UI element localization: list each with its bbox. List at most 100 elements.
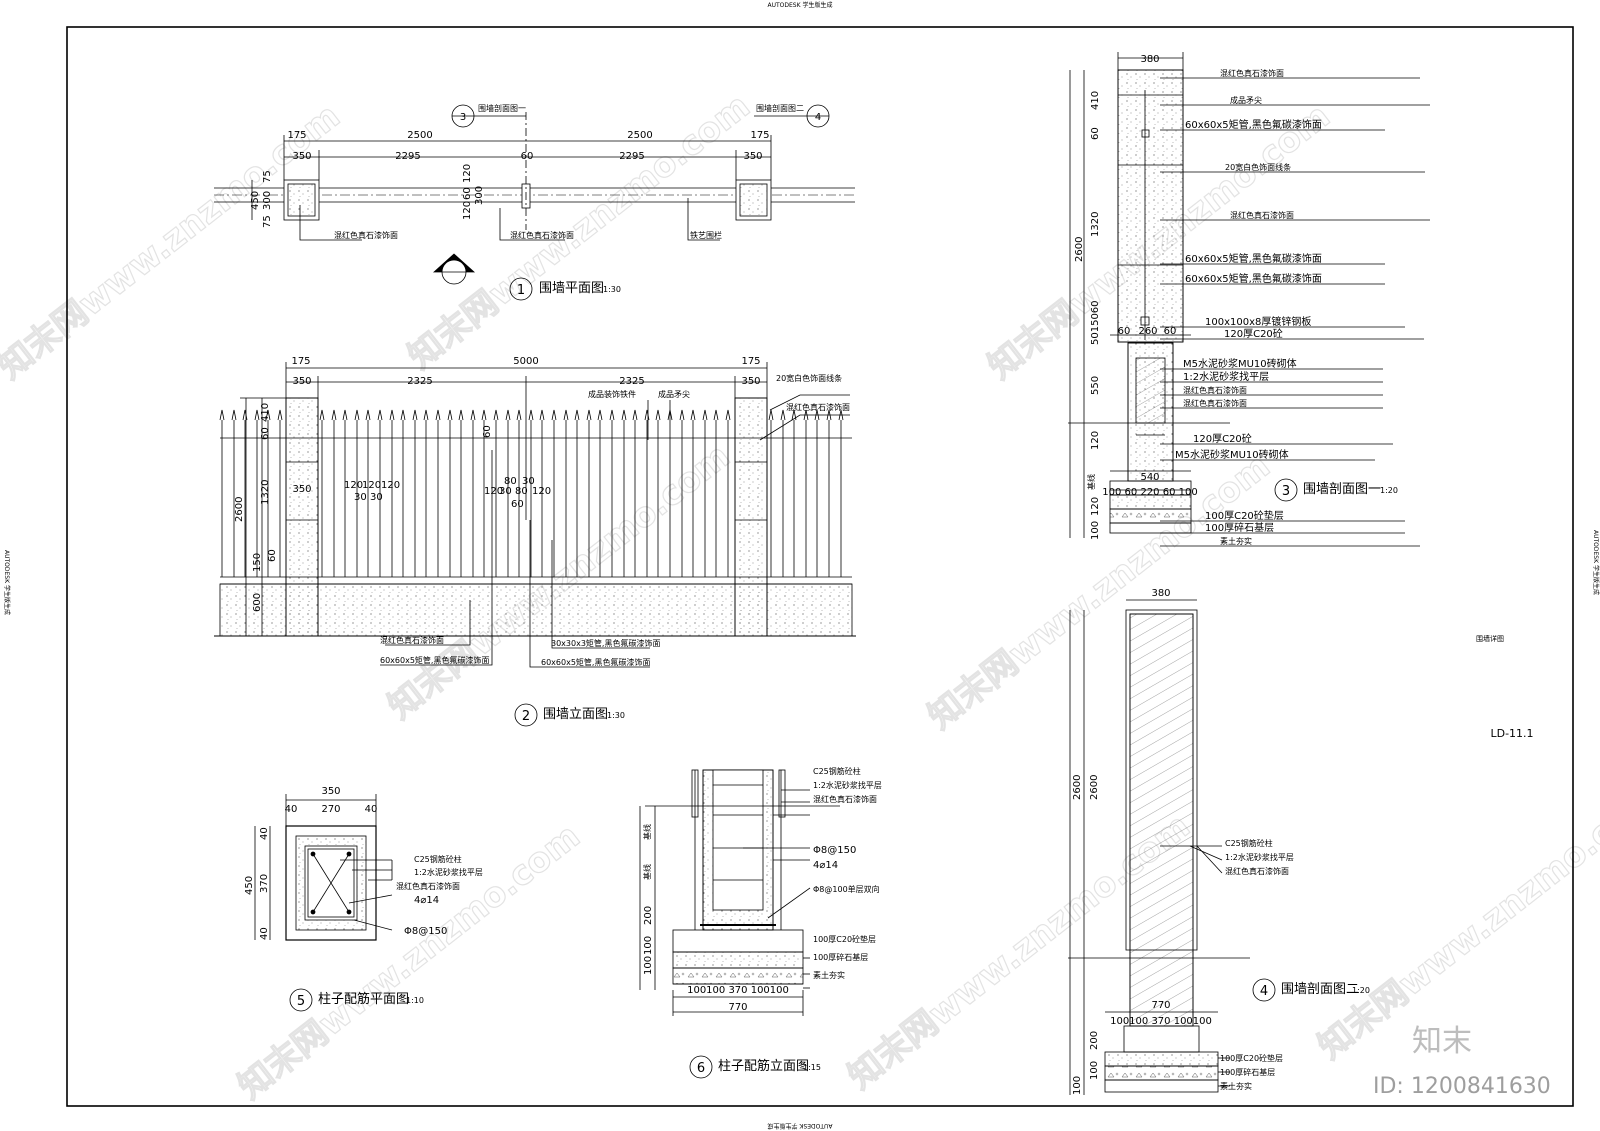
section-1-drawing [1068, 52, 1430, 547]
pier-plan-note: 混红色真石漆饰面 [396, 881, 460, 891]
sec1-note: 混红色真石漆饰面 [1183, 398, 1247, 408]
sec1-note: 成品矛尖 [1230, 95, 1262, 105]
elev-note: 30x30x3矩管,黑色氟碳漆饰面 [551, 638, 660, 648]
dim: 60 [511, 499, 524, 510]
drawing-title: 围墙立面图 [543, 707, 608, 722]
drawing-number: 1 [517, 283, 525, 298]
fence-pickets [219, 409, 844, 577]
elev-note: 混红色真石漆饰面 [786, 402, 850, 412]
dim: 80 [515, 486, 528, 497]
dim: 75 [262, 170, 273, 183]
dim: 100 [1090, 521, 1101, 540]
dim: 100 [1089, 1061, 1100, 1080]
drawing-title: 围墙剖面图二 [1281, 982, 1359, 997]
dim: 370 [259, 874, 270, 893]
picket-spear [780, 409, 786, 421]
picket-spear [597, 409, 603, 421]
picket-spear [400, 409, 406, 421]
callout-label: 围墙剖面图二 [756, 103, 804, 113]
picket-spear [389, 409, 395, 421]
sec1-note: 60x60x5矩管,黑色氟碳漆饰面 [1185, 272, 1322, 285]
picket-spear [231, 409, 237, 421]
wall-elevation-drawing [214, 362, 856, 727]
picket-spear [791, 409, 797, 421]
section-2-drawing [1068, 599, 1276, 1095]
dim: 120 [462, 164, 473, 183]
pier-elev-note: Φ8@100单层双向 [813, 884, 880, 894]
section-2-text: 380 2600 2600 770 100100 370 100100 200 … [1072, 588, 1370, 1095]
dim: 260 [1138, 326, 1157, 337]
dim: 5000 [513, 356, 538, 367]
sec2-note: 1:2水泥砂浆找平层 [1225, 852, 1294, 862]
sec1-note: 100厚C20砼垫层 [1205, 509, 1284, 522]
pier-plan-note: 1:2水泥砂浆找平层 [414, 867, 483, 877]
pier-plan-text: 350 40 270 40 450 40 370 40 C25钢筋砼柱 1:2水… [244, 786, 483, 1009]
dim: 300 [474, 186, 485, 205]
id-watermark: ID: 1200841630 [1373, 1074, 1551, 1099]
drawing-title: 围墙平面图 [539, 281, 604, 296]
pier-plan-note: Φ8@150 [404, 926, 447, 937]
dim: 2600 [1074, 237, 1085, 262]
dim: 80 [504, 476, 517, 487]
picket-spear [563, 409, 569, 421]
sec2-note: C25钢筋砼柱 [1225, 838, 1273, 848]
dim: 350 [292, 151, 311, 162]
dim: 60 [1164, 326, 1177, 337]
pier-plan-note: C25钢筋砼柱 [414, 854, 462, 864]
picket-spear [655, 409, 661, 421]
drawing-title: 柱子配筋立面图 [718, 1058, 809, 1074]
dim: 550 [1090, 376, 1101, 395]
sec1-note: 60x60x5矩管,黑色氟碳漆饰面 [1185, 118, 1322, 131]
dim: 40 [259, 827, 270, 840]
dim: 450 [250, 191, 261, 210]
section-1-text: 380 410 60 1320 2600 5015060 550 120 120… [1074, 54, 1398, 546]
dim: 200 [643, 906, 654, 925]
sec1-note: 100厚碎石基层 [1205, 521, 1274, 534]
pier-elev-note: 素土夯实 [813, 970, 845, 980]
dim: 350 [292, 484, 311, 495]
dim: 380 [1151, 588, 1170, 599]
dim: 175 [741, 356, 760, 367]
dim: 380 [1140, 54, 1159, 65]
picket-spear [621, 409, 627, 421]
picket-spear [342, 409, 348, 421]
dim: 2600 [1072, 775, 1083, 800]
dim: 410 [1090, 91, 1101, 110]
sheet-border [66, 26, 1574, 1107]
drawing-number: 3 [1282, 484, 1290, 499]
wall-plan-text: 175 2500 2500 175 350 2295 60 2295 350 7… [250, 103, 821, 298]
picket-spear [481, 409, 487, 421]
sec1-note: 120厚C20砼 [1193, 432, 1252, 445]
sec2-note: 100厚碎石基层 [1220, 1067, 1275, 1077]
sec1-note: 混红色真石漆饰面 [1183, 385, 1247, 395]
elev-note: 60x60x5矩管,黑色氟碳漆饰面 [380, 655, 489, 665]
dim: 200 [1089, 1031, 1100, 1050]
elev-note: 成品装饰铁件 [588, 389, 636, 399]
picket-spear [838, 409, 844, 421]
dim: 770 [728, 1002, 747, 1013]
sec2-note: 100厚C20砼垫层 [1220, 1053, 1283, 1063]
dim: 120 [381, 480, 400, 491]
dim: 120 [532, 486, 551, 497]
watermark: 知末网www.znzmo.com [231, 816, 588, 1107]
dim: 1320 [260, 480, 271, 505]
dim: 600 [252, 593, 263, 612]
drawing-number: 4 [1260, 984, 1268, 999]
drawing-scale: 1:30 [607, 711, 625, 720]
picket-spear [768, 409, 774, 421]
dim: 2295 [619, 151, 644, 162]
pier-plan-drawing [254, 794, 393, 1012]
pier-elev-note: 100厚碎石基层 [813, 952, 868, 962]
pier-plan-note: 4⌀14 [414, 895, 439, 906]
drawing-scale: 1:15 [803, 1063, 821, 1072]
dim: 60 [267, 549, 278, 562]
dim: 2325 [619, 376, 644, 387]
dim: 100 [643, 936, 654, 955]
section-mark-number: 2 [451, 262, 457, 273]
wall-elevation-text: 175 5000 175 350 2325 2325 350 410 60 13… [234, 356, 850, 724]
dim: 5015060 [1090, 300, 1101, 345]
ground-mark: 基线 [1086, 474, 1096, 490]
picket-spear [632, 409, 638, 421]
dim: 450 [244, 876, 255, 895]
dim: 120 [1090, 497, 1101, 516]
